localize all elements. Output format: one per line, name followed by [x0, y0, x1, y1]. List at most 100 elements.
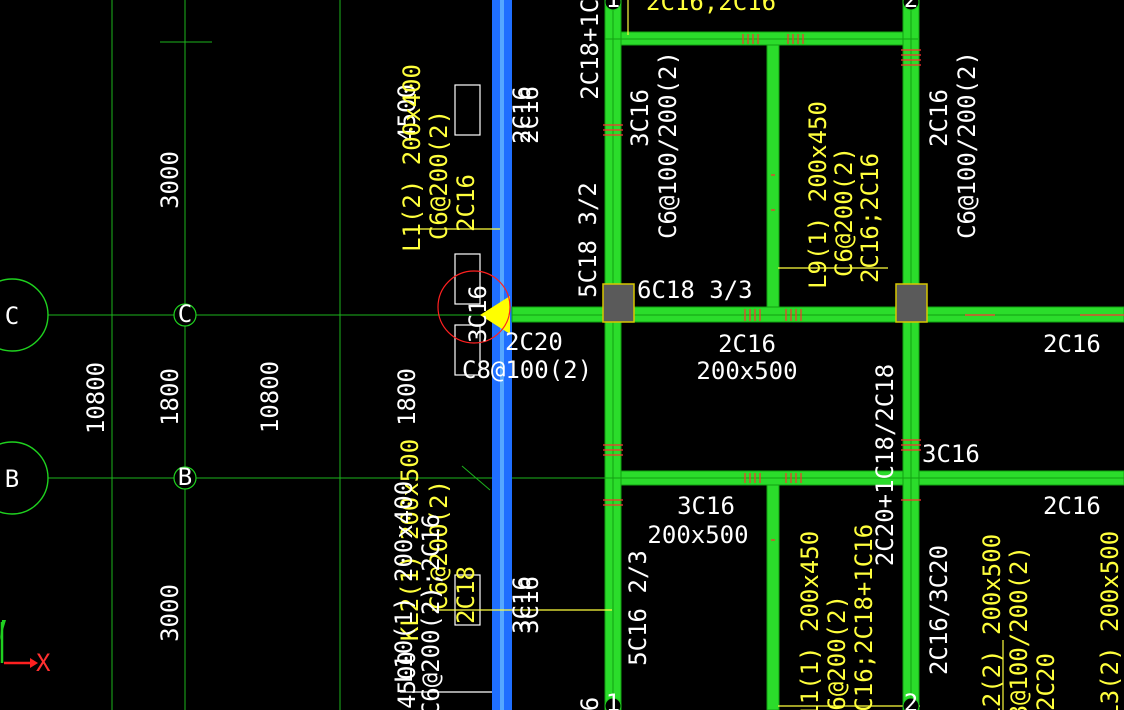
ann-b-right-b: 2C16: [1043, 492, 1101, 520]
ann-mid-a: 2C16: [718, 330, 776, 358]
grip-triangle[interactable]: [480, 296, 510, 334]
blue-wall[interactable]: [492, 0, 512, 710]
ann-low-side: 5C16 2/3: [624, 550, 652, 666]
marker-1-bottom-circle: [604, 697, 622, 710]
axis-tick-b-circle: [173, 466, 197, 490]
ann-l1-c: 2C16: [452, 174, 480, 232]
axis-tick-c-circle: [173, 303, 197, 327]
ann-beam-top-vertical: 2C18+1C1: [576, 0, 604, 100]
beam-l9[interactable]: [766, 44, 780, 308]
ann-col-vert-b: 2C20+1C18/2C18: [871, 364, 899, 566]
ann-right-c: 2C16: [1043, 330, 1101, 358]
marker-2-top-circle: [902, 0, 920, 11]
rebar-marks: [603, 34, 1124, 541]
axis-bubble-b-circle: [0, 441, 49, 515]
selection-circle[interactable]: [437, 270, 511, 344]
rebar-marks-col-a: [603, 124, 623, 506]
ann-kl2-a: KL2(2) 200x500: [978, 534, 1006, 710]
dim-4500-top: 4500: [393, 84, 421, 142]
axis-tick-c-label: C: [178, 300, 192, 328]
opening-c-lower[interactable]: [454, 324, 481, 376]
ann-wall-low-b: 3C16: [516, 576, 544, 634]
column-c-a[interactable]: [602, 283, 635, 323]
column-c-b[interactable]: [895, 283, 928, 323]
ann-l11-c: 2C16;2C18+1C16: [850, 524, 878, 710]
rebar-marks-c: [744, 309, 802, 321]
ann-l11-a: L11(1) 200x450: [796, 531, 824, 710]
ann-kl2-b: C8@100/200(2): [1005, 546, 1033, 710]
rebar-marks-col-b: [901, 49, 921, 501]
ann-col1-side: 5C18 3/2: [574, 182, 602, 298]
axis-tick-b[interactable]: B: [173, 463, 197, 491]
openings[interactable]: [454, 84, 481, 626]
ucs-x-arrow: [30, 658, 38, 668]
ann-kl3-a: KL3(2) 200x500: [1096, 531, 1124, 710]
marker-2-bottom: 2: [904, 689, 918, 710]
dim-1800-b: 1800: [393, 368, 421, 426]
ann-top-cut: 2C16,2C16: [646, 0, 776, 16]
ann-c-beam-a: 2C20: [505, 328, 563, 356]
ann-wall-low-a: 3C16: [508, 576, 536, 634]
beam-l11[interactable]: [766, 484, 780, 710]
marker-6-bottom: 6: [576, 697, 604, 710]
ann-left-low-b: C6@200(2): [425, 480, 453, 610]
ann-low-col: 2C16/3C20: [925, 545, 953, 675]
ann-left-low-a: KL2(1) 200x500: [396, 439, 424, 641]
ann-wall-top-b: 2C16: [516, 86, 544, 144]
blue-wall-center: [500, 0, 504, 710]
grid-lines: [48, 0, 605, 710]
dim-4500-bottom: 4500: [393, 651, 421, 709]
axis-bubble-c-circle: [0, 278, 49, 352]
dimension-texts: 3000 10800 1800 10800 1800 3000 4500 450…: [82, 84, 421, 709]
ucs-x-label: X: [36, 649, 51, 677]
ann-left-low-c: 2C18: [452, 566, 480, 624]
rebar-marks-b: [744, 473, 802, 483]
ucs-icon: X: [0, 620, 51, 677]
ann-col1-b: C6@100/200(2): [654, 51, 682, 239]
ann-l11-b: C6@200(2): [823, 595, 851, 710]
marker-1-top-circle: [604, 0, 622, 11]
opening-bottom[interactable]: [454, 574, 481, 626]
marker-1-bottom: 1: [606, 689, 620, 710]
axis-tick-b-label: B: [178, 463, 192, 491]
columns[interactable]: [602, 283, 928, 323]
ann-col1-joint: 6C18 3/3: [637, 276, 753, 304]
marker-2-top: 2: [904, 0, 918, 13]
leader-lines: [405, 0, 1004, 710]
dim-3000-top: 3000: [156, 151, 184, 209]
beams[interactable]: [511, 0, 1124, 710]
axis-bubble-b-label: B: [5, 465, 19, 493]
ann-kl2-c: 2C20: [1032, 653, 1060, 710]
axis-bubble-c[interactable]: C: [0, 278, 49, 352]
ucs-y-arrow: [0, 620, 6, 640]
ann-mid-b: 200x500: [696, 357, 797, 385]
grid-number-markers[interactable]: 1 2 1 2 6: [576, 0, 920, 710]
ann-col2-a: 2C16: [925, 89, 953, 147]
opening-c-upper[interactable]: [454, 253, 481, 305]
ann-col2-b: C6@100/200(2): [953, 51, 981, 239]
marker-2-bottom-circle: [902, 697, 920, 710]
ann-left-low-e: C6@200(2);2C16: [417, 514, 445, 710]
opening-top[interactable]: [454, 84, 481, 136]
annotations: 2C16,2C16 2C18+1C1 3C16 C6@100/200(2) 5C…: [390, 0, 1124, 710]
axis-bubble-b[interactable]: B: [0, 441, 49, 515]
ann-c-beam-c: 3C16: [464, 285, 492, 343]
ann-b-right-a: 3C16: [922, 440, 980, 468]
axis-tick-c[interactable]: C: [173, 300, 197, 328]
ann-left-low-d: L10(1) 200x400: [390, 481, 418, 683]
ann-b-low-a: 3C16: [677, 492, 735, 520]
dim-3000-bottom: 3000: [156, 584, 184, 642]
ann-col1-a: 3C16: [626, 89, 654, 147]
rebar-marks-top: [742, 34, 804, 44]
ann-wall-top-a: 2C16: [508, 86, 536, 144]
rebar-marks-secondary: [771, 174, 775, 541]
marker-1-top: 1: [606, 0, 620, 13]
ann-l9-b: C6@200(2): [830, 147, 858, 277]
ann-b-low-b: 200x500: [647, 521, 748, 549]
dim-10800-b: 10800: [256, 361, 284, 433]
ann-l1-a: L1(2) 200x400: [398, 64, 426, 252]
ann-l9-c: 2C16;2C16: [856, 153, 884, 283]
axis-bubble-c-label: C: [5, 302, 19, 330]
